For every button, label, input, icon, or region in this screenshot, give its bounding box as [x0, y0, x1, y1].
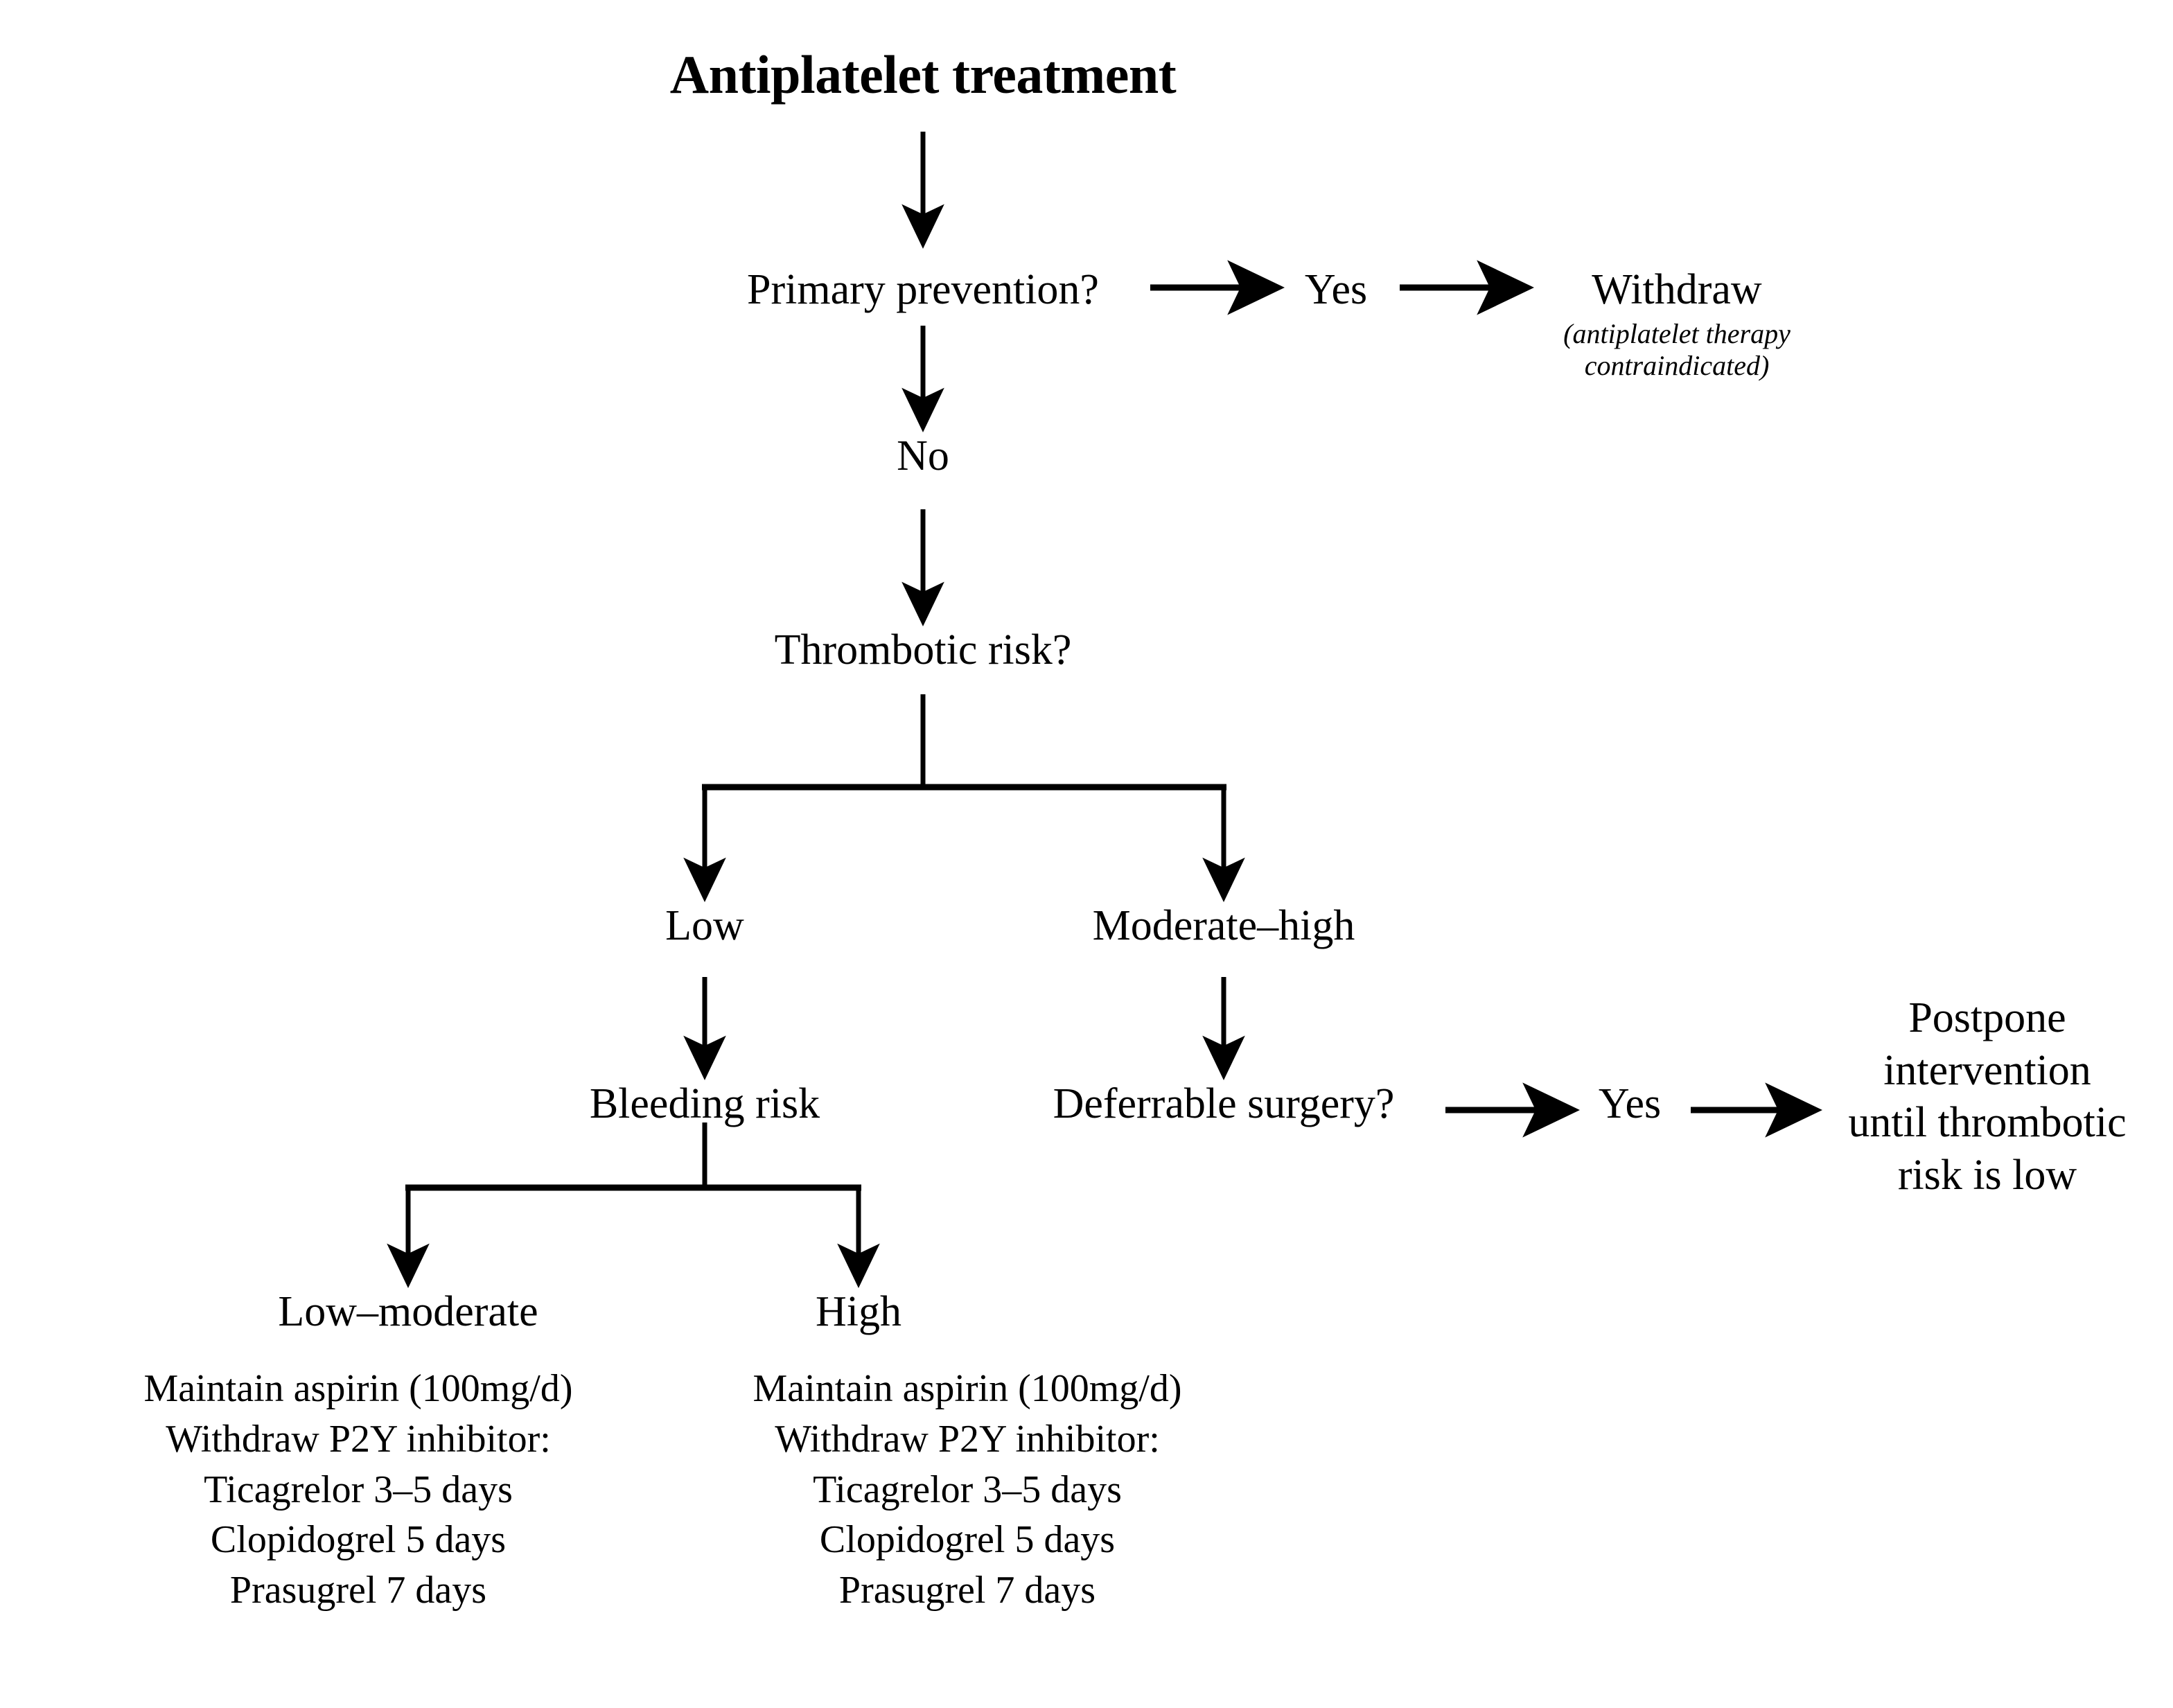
regimen-line: Maintain aspirin (100mg/d): [753, 1367, 1182, 1410]
regimen-block-low-moderate: Maintain aspirin (100mg/d) Withdraw P2Y …: [46, 1364, 670, 1616]
node-bleeding-high: High: [816, 1288, 901, 1335]
regimen-line: Withdraw P2Y inhibitor:: [775, 1417, 1160, 1461]
regimen-line: Withdraw P2Y inhibitor:: [166, 1417, 551, 1461]
page-title: Antiplatelet treatment: [669, 44, 1177, 105]
regimen-line: Clopidogrel 5 days: [210, 1518, 507, 1562]
postpone-line: intervention: [1883, 1046, 2091, 1094]
regimen-line: Ticagrelor 3–5 days: [204, 1468, 513, 1511]
postpone-line: risk is low: [1897, 1151, 2077, 1199]
node-withdraw-label: Withdraw: [1592, 266, 1762, 313]
node-primary-prevention: Primary prevention?: [747, 266, 1099, 313]
node-deferrable-surgery: Deferrable surgery?: [1053, 1080, 1395, 1127]
regimen-line: Clopidogrel 5 days: [819, 1518, 1116, 1562]
node-thrombotic-risk: Thrombotic risk?: [774, 626, 1072, 673]
node-withdraw: Withdraw (antiplatelet therapy contraind…: [1497, 265, 1857, 382]
node-postpone-intervention: Postpone intervention until thrombotic r…: [1800, 992, 2173, 1202]
edge-label-yes-deferrable: Yes: [1598, 1080, 1662, 1127]
postpone-line: until thrombotic: [1848, 1099, 2127, 1147]
node-bleeding-low-moderate: Low–moderate: [278, 1288, 538, 1335]
regimen-line: Prasugrel 7 days: [838, 1569, 1096, 1612]
node-withdraw-note: (antiplatelet therapy contraindicated): [1563, 318, 1791, 382]
regimen-line: Ticagrelor 3–5 days: [813, 1468, 1122, 1511]
regimen-block-high: Maintain aspirin (100mg/d) Withdraw P2Y …: [656, 1364, 1279, 1616]
node-risk-low: Low: [665, 902, 744, 949]
edge-label-yes-primary: Yes: [1304, 266, 1368, 313]
node-risk-moderate-high: Moderate–high: [1092, 902, 1355, 949]
node-bleeding-risk: Bleeding risk: [589, 1080, 820, 1127]
regimen-line: Prasugrel 7 days: [229, 1569, 487, 1612]
postpone-line: Postpone: [1908, 994, 2066, 1041]
edge-label-no-primary: No: [897, 432, 949, 479]
regimen-line: Maintain aspirin (100mg/d): [143, 1367, 573, 1410]
